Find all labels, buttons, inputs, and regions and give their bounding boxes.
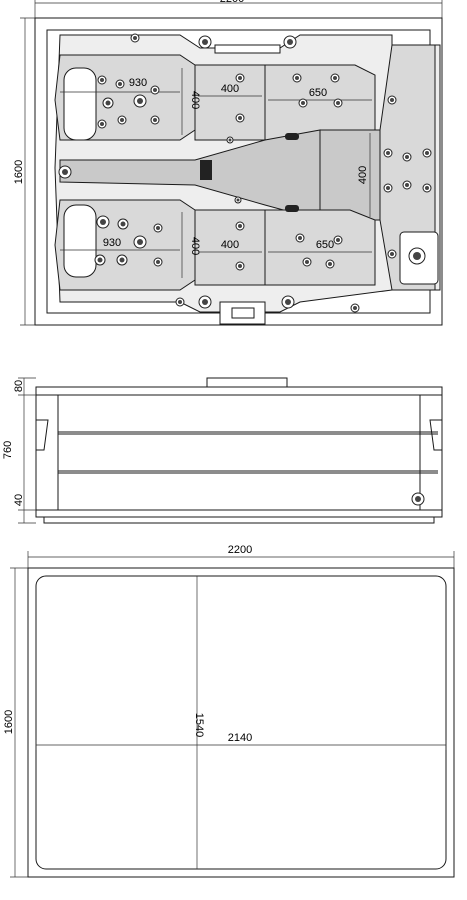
bottom-outer — [27, 567, 455, 878]
side-bottom-dim: 40 — [13, 494, 25, 506]
lower-right-panel — [264, 209, 376, 286]
top-height-label: 1600 — [13, 160, 25, 184]
lower-seat-depth: 400 — [189, 237, 201, 255]
upper-right-panel — [264, 64, 376, 141]
upper-seat-depth: 400 — [189, 91, 201, 109]
bottom-inner-height: 1540 — [193, 713, 205, 737]
top-handle-bar — [214, 44, 281, 54]
side-top-dim: 80 — [13, 380, 25, 392]
right-lounger-depth: 400 — [357, 166, 369, 184]
channel-control-left — [200, 160, 212, 180]
upper-headrest — [63, 67, 97, 141]
bottom-inner — [35, 575, 447, 870]
channel-control-top — [285, 133, 299, 140]
lower-right-width: 650 — [316, 239, 334, 251]
side-control-cap — [206, 377, 288, 388]
lower-mid-width: 400 — [221, 239, 239, 251]
bottom-width-label: 2200 — [228, 544, 252, 556]
side-base — [43, 516, 435, 524]
lower-seat-length: 930 — [103, 237, 121, 249]
upper-right-width: 650 — [309, 87, 327, 99]
side-body — [35, 386, 443, 518]
lower-headrest — [63, 204, 97, 278]
right-lounger — [319, 129, 381, 221]
side-height-dim: 760 — [2, 441, 14, 459]
top-width-label: 2200 — [220, 0, 244, 5]
upper-mid-panel — [194, 64, 266, 141]
bottom-inner-width: 2140 — [228, 732, 252, 744]
control-panel — [219, 301, 266, 325]
jets — [58, 33, 432, 313]
upper-mid-width: 400 — [221, 83, 239, 95]
bottom-height-label: 1600 — [3, 710, 15, 734]
control-panel-display — [231, 307, 255, 319]
side-view: 80 760 40 — [2, 377, 443, 524]
channel-control-bottom — [285, 205, 299, 212]
bottom-view: 2200 1600 2140 1540 — [3, 544, 455, 878]
upper-seat-length: 930 — [129, 77, 147, 89]
top-view: 2200 1600 — [13, 0, 443, 326]
